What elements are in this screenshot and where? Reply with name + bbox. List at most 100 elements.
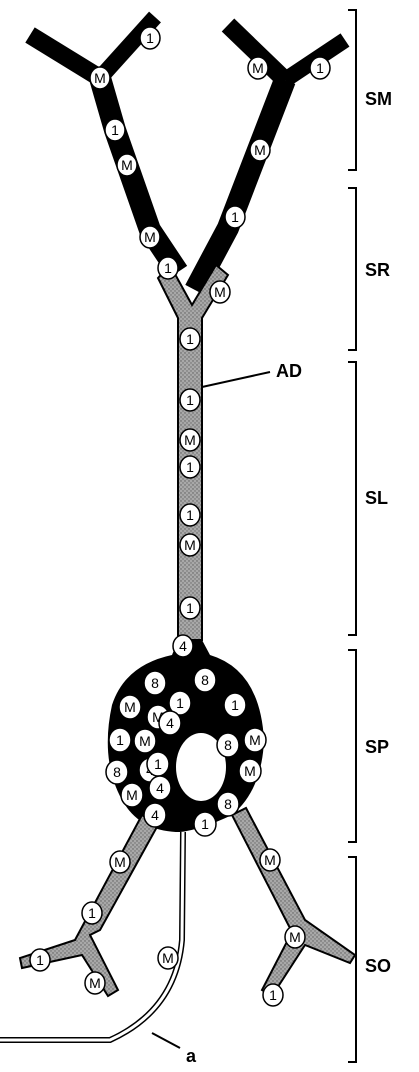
marker-soma-15: 1 xyxy=(147,752,169,776)
marker-basal-right-0: M xyxy=(260,849,280,871)
ad-label: AD xyxy=(276,361,302,381)
marker-text: 1 xyxy=(146,30,154,46)
marker-text: M xyxy=(249,732,261,748)
apical-dendrite xyxy=(158,265,228,640)
layer-label-sr: SR xyxy=(365,260,390,280)
marker-soma-7: M xyxy=(134,729,156,753)
marker-basal-right-2: 1 xyxy=(263,984,283,1006)
marker-text: 1 xyxy=(186,392,194,408)
marker-text: M xyxy=(124,699,136,715)
marker-soma-10: M xyxy=(244,728,266,752)
marker-text: M xyxy=(114,854,126,870)
marker-basal-left-1: 1 xyxy=(82,902,102,924)
basal-right-dendrite xyxy=(232,808,355,996)
marker-text: M xyxy=(214,284,226,300)
marker-text: 1 xyxy=(186,459,194,475)
marker-soma-5: 1 xyxy=(224,693,246,717)
layer-label-sp: SP xyxy=(365,737,389,757)
marker-dendrite-left-upper-1: M xyxy=(90,67,110,89)
marker-basal-left-2: 1 xyxy=(30,949,50,971)
bracket-sr xyxy=(348,188,356,350)
marker-text: M xyxy=(89,975,101,991)
marker-dendrite-left-upper-5: 1 xyxy=(158,257,178,279)
marker-text: 1 xyxy=(316,60,324,76)
marker-dendrite-left-upper-0: 1 xyxy=(140,27,160,49)
marker-soma-0: 8 xyxy=(144,671,166,695)
ad-pointer-line xyxy=(202,372,270,387)
layer-brackets xyxy=(348,10,356,1062)
marker-apical-trunk-0: 1 xyxy=(180,328,200,350)
marker-basal-left-0: M xyxy=(110,851,130,873)
marker-dendrite-right-upper-2: M xyxy=(250,139,270,161)
marker-text: 1 xyxy=(186,507,194,523)
bracket-sl xyxy=(348,362,356,635)
marker-apical-trunk-1: 1 xyxy=(180,389,200,411)
bracket-sp xyxy=(348,650,356,842)
marker-dendrite-right-upper-4: M xyxy=(210,281,230,303)
marker-dendrite-right-upper-0: M xyxy=(248,57,268,79)
marker-soma-13: M xyxy=(239,759,261,783)
axon-label: a xyxy=(186,1046,197,1066)
marker-soma-18: 1 xyxy=(194,812,216,836)
marker-text: 8 xyxy=(151,675,159,691)
marker-axon-0: M xyxy=(158,947,178,969)
marker-text: 1 xyxy=(176,695,184,711)
marker-soma-8: 4 xyxy=(159,711,181,735)
layer-label-so: SO xyxy=(365,956,391,976)
marker-soma-11: 8 xyxy=(106,760,128,784)
marker-text: 4 xyxy=(156,780,164,796)
marker-apical-trunk-4: 1 xyxy=(180,504,200,526)
marker-text: 1 xyxy=(154,756,162,772)
marker-basal-left-3: M xyxy=(85,972,105,994)
marker-text: M xyxy=(244,763,256,779)
marker-soma-19: 4 xyxy=(149,776,171,800)
marker-soma-1: 8 xyxy=(194,668,216,692)
marker-text: 1 xyxy=(269,987,277,1003)
marker-soma-14: M xyxy=(121,783,143,807)
marker-apical-trunk-7: 4 xyxy=(173,635,193,657)
marker-text: 8 xyxy=(113,764,121,780)
marker-soma-9: 8 xyxy=(217,733,239,757)
marker-dendrite-right-upper-3: 1 xyxy=(225,206,245,228)
marker-dendrite-left-upper-2: 1 xyxy=(105,119,125,141)
bracket-sm xyxy=(348,10,356,170)
marker-text: 1 xyxy=(201,816,209,832)
marker-text: 1 xyxy=(88,905,96,921)
marker-apical-trunk-5: M xyxy=(180,534,200,556)
marker-text: M xyxy=(126,787,138,803)
marker-text: 8 xyxy=(224,796,232,812)
marker-apical-trunk-6: 1 xyxy=(180,597,200,619)
marker-text: 1 xyxy=(186,600,194,616)
marker-text: M xyxy=(252,60,264,76)
marker-text: M xyxy=(264,852,276,868)
marker-basal-right-1: M xyxy=(285,926,305,948)
marker-text: 8 xyxy=(201,672,209,688)
marker-text: M xyxy=(94,70,106,86)
marker-text: 1 xyxy=(186,331,194,347)
marker-text: M xyxy=(254,142,266,158)
marker-text: M xyxy=(289,929,301,945)
marker-dendrite-right-upper-1: 1 xyxy=(310,57,330,79)
marker-apical-trunk-3: 1 xyxy=(180,456,200,478)
marker-text: 1 xyxy=(116,732,124,748)
marker-text: 8 xyxy=(224,737,232,753)
marker-text: 1 xyxy=(231,209,239,225)
marker-text: 4 xyxy=(151,807,159,823)
marker-dendrite-left-upper-4: M xyxy=(140,226,160,248)
marker-soma-16: 4 xyxy=(144,803,166,827)
marker-text: 1 xyxy=(111,122,119,138)
marker-text: 1 xyxy=(231,697,239,713)
marker-soma-17: 8 xyxy=(217,792,239,816)
marker-soma-6: 1 xyxy=(109,728,131,752)
marker-text: 4 xyxy=(166,715,174,731)
axon-pointer-line xyxy=(152,1033,180,1048)
marker-text: M xyxy=(121,157,133,173)
marker-text: 1 xyxy=(36,952,44,968)
marker-apical-trunk-2: M xyxy=(180,429,200,451)
marker-text: M xyxy=(139,733,151,749)
marker-dendrite-left-upper-3: M xyxy=(117,154,137,176)
marker-text: M xyxy=(184,537,196,553)
marker-text: M xyxy=(184,432,196,448)
